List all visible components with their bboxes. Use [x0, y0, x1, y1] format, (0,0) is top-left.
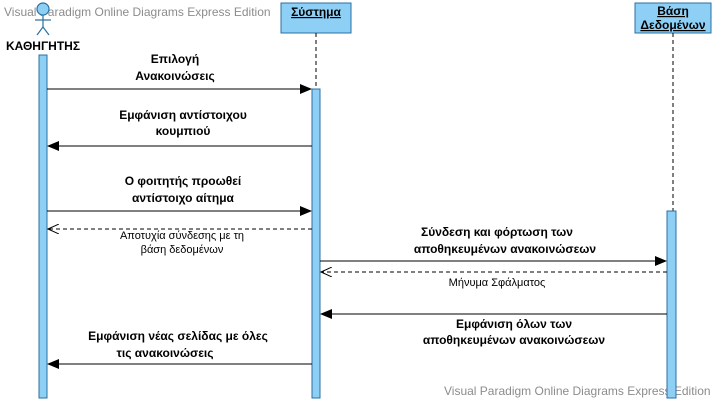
database-label-line1: Βάση [657, 4, 689, 18]
message-7-label-line2: αποθηκευμένων ανακοινώσεων [423, 333, 606, 347]
message-3-label-line1: Ο φοιτητής προωθεί [125, 174, 241, 188]
message-4-label-line2: βάση δεδομένων [141, 244, 224, 256]
system-label: Σύστημα [291, 5, 341, 19]
message-1-label-line1: Επιλογή [151, 52, 199, 66]
message-4-label-line1: Αποτυχία σύνδεσης με τη [120, 230, 244, 242]
message-8-label-line2: τις ανακοινώσεις [117, 346, 214, 360]
watermark-bottom: Visual Paradigm Online Diagrams Express … [444, 384, 711, 398]
message-3-label-line2: αντίστοιχο αίτημα [132, 191, 235, 205]
message-8-label-line1: Εμφάνιση νέας σελίδας με όλες [88, 329, 268, 343]
message-2-label-line1: Εμφάνιση αντίστοιχου [119, 108, 247, 122]
database-label-line2: Δεδομένων [640, 18, 705, 32]
database-activation-bar[interactable] [666, 210, 677, 399]
message-2-label-line2: κουμπιού [156, 124, 211, 138]
watermark-top: Visual Paradigm Online Diagrams Express … [4, 5, 271, 19]
teacher-activation-bar[interactable] [38, 54, 48, 399]
system-participant-box[interactable] [280, 2, 352, 34]
teacher-label: ΚΑΘΗΓΗΤΗΣ [6, 39, 80, 53]
message-5-label-line2: αποθηκευμένων ανακοινώσεων [414, 242, 597, 256]
message-5-label-line1: Σύνδεση και φόρτωση των [421, 225, 573, 239]
message-1-label-line2: Ανακοινώσεις [135, 69, 215, 83]
teacher-actor-icon[interactable] [35, 2, 51, 36]
message-6-label: Μήνυμα Σφάλματος [449, 277, 546, 289]
system-activation-bar[interactable] [311, 88, 321, 399]
database-participant-box[interactable] [634, 2, 712, 34]
message-7-label-line1: Εμφάνιση όλων των [456, 317, 572, 331]
